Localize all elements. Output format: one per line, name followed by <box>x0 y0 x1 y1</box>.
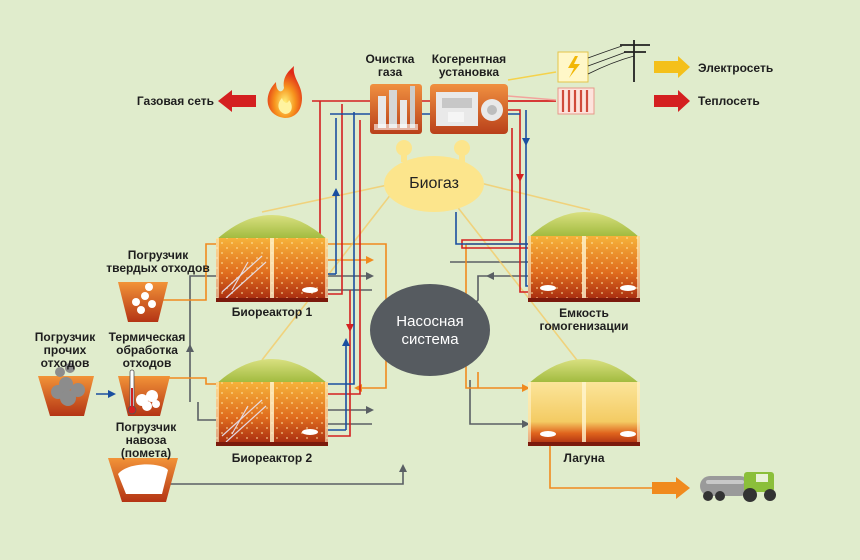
power-grid-arrow <box>654 56 690 78</box>
homogenization-label: Емкость гомогенизации <box>539 306 629 333</box>
lagoon-tank <box>528 359 640 446</box>
gas-grid-label: Газовая сеть <box>136 94 214 108</box>
biogas-label: Биогаз <box>409 175 459 192</box>
red-pipes <box>300 100 556 437</box>
gas-grid-arrow <box>218 90 256 112</box>
radiator-icon <box>557 87 595 115</box>
gas-cleaning-unit <box>370 84 422 134</box>
other-waste-loader-label: Погрузчик прочих отходов <box>34 330 96 370</box>
homogenization-tank <box>528 212 640 302</box>
power-grid-label: Электросеть <box>698 61 774 75</box>
solid-waste-loader-label: Погрузчик твердых отходов <box>106 248 210 275</box>
bioreactor-2-label: Биореактор 2 <box>231 451 313 465</box>
gas-cleaning-label: Очистка газа <box>365 52 415 79</box>
other-waste-hopper <box>38 363 94 416</box>
bioreactor-2-tank <box>216 359 328 446</box>
bioreactor-1-tank <box>216 215 328 302</box>
pump-system-label: Насосная система <box>396 313 464 348</box>
flame-icon <box>267 66 302 118</box>
pump-system <box>370 284 490 376</box>
manure-hopper <box>108 458 178 502</box>
electricity-meter-icon <box>557 51 589 83</box>
manure-loader-label: Погрузчик навоза (помета) <box>115 420 177 460</box>
solid-waste-hopper <box>118 282 168 322</box>
bioreactor-1-label: Биореактор 1 <box>231 305 313 319</box>
cogeneration-label: Когерентная установка <box>431 52 507 79</box>
thermal-treatment-hopper <box>118 369 170 416</box>
power-pole-icon <box>587 40 650 82</box>
tanker-truck-icon <box>700 472 776 502</box>
blue-pipes <box>328 110 540 431</box>
cogeneration-unit <box>430 84 508 134</box>
thermal-treatment-label: Термическая обработка отходов <box>108 330 186 370</box>
biogas-storage <box>384 140 484 212</box>
lagoon-output-arrow <box>652 477 690 499</box>
lagoon-label: Лагуна <box>563 451 605 465</box>
heat-grid-label: Теплосеть <box>698 94 760 108</box>
heat-grid-arrow <box>654 90 690 112</box>
gray-pipes <box>160 261 530 485</box>
